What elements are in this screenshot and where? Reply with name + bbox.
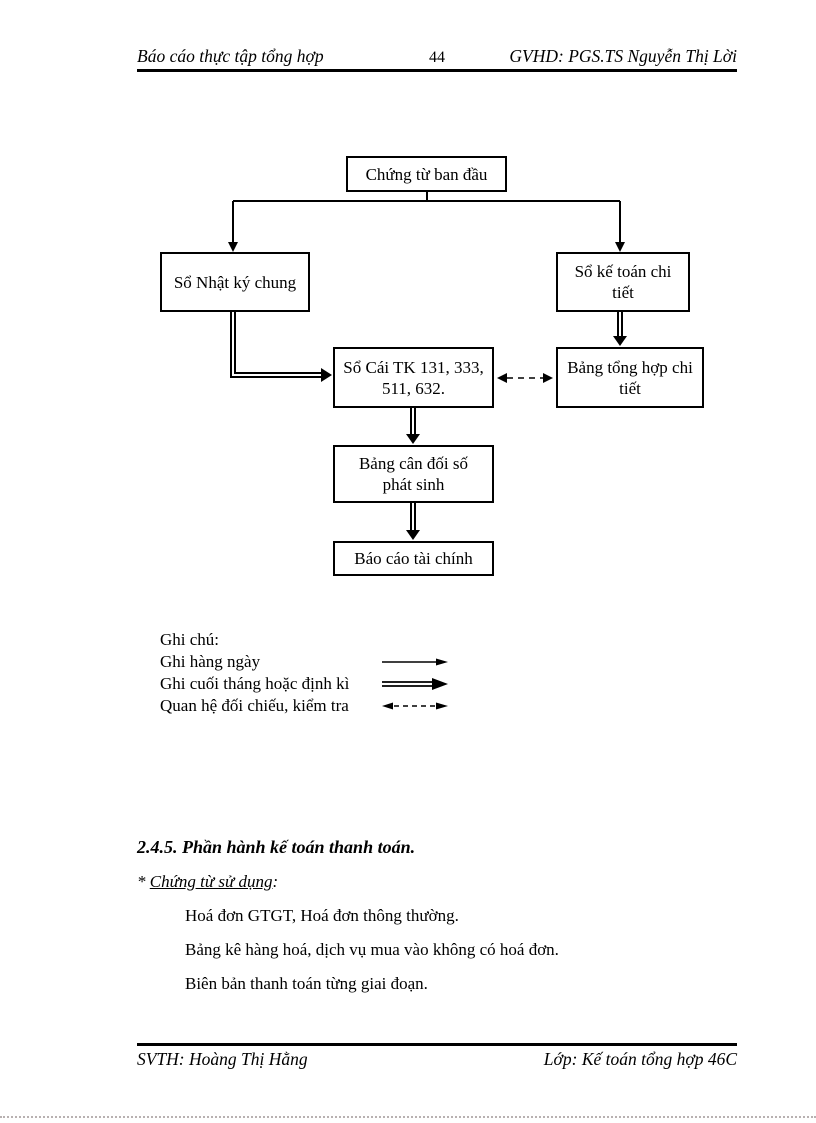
flowchart-box-source-documents: Chứng từ ban đầu <box>346 156 507 192</box>
flowchart-box-detail-summary: Bảng tổng hợp chi tiết <box>556 347 704 408</box>
connector-source-branch <box>228 192 625 252</box>
paragraph-payment-minutes: Biên bản thanh toán từng giai đoạn. <box>185 974 428 993</box>
connector-journal-to-ledger <box>230 312 332 382</box>
connector-ledger-to-balance <box>406 408 420 444</box>
subheading-label: Chứng từ sử dụng <box>149 872 273 891</box>
box-label: Sổ kế toán chi tiết <box>574 262 672 302</box>
legend-item-label: Ghi hàng ngày <box>160 652 261 671</box>
subheading-colon: : <box>272 872 279 891</box>
double-line-arrow-icon <box>382 678 448 690</box>
flowchart-box-financial-statements: Báo cáo tài chính <box>333 541 494 576</box>
flowchart-box-detail-ledger: Sổ kế toán chi tiết <box>556 252 690 312</box>
page-number: 44 <box>429 49 445 66</box>
dashed-two-headed-arrow-icon <box>382 702 448 710</box>
legend-item-month-end: Ghi cuối tháng hoặc định kì <box>160 673 448 695</box>
footer-double-rule <box>137 1043 737 1046</box>
legend-item-daily: Ghi hàng ngày <box>160 651 448 673</box>
footer-student: SVTH: Hoàng Thị Hằng <box>137 1049 308 1069</box>
flowchart-connectors <box>228 192 627 540</box>
page-boundary-dots <box>0 1116 816 1118</box>
legend-title: Ghi chú: <box>160 630 220 649</box>
header-double-rule <box>137 69 737 72</box>
legend-item-label: Quan hệ đối chiếu, kiểm tra <box>160 696 349 715</box>
box-label: Chứng từ ban đầu <box>365 164 488 184</box>
section-payment-accounting: 2.4.5. Phần hành kế toán thanh toán. * C… <box>137 836 737 1007</box>
legend-item-label: Ghi cuối tháng hoặc định kì <box>160 674 350 693</box>
box-label: Sổ Nhật ký chung <box>173 272 297 292</box>
page-header: Báo cáo thực tập tổng hợp 44 GVHD: PGS.T… <box>137 46 737 72</box>
subheading-marker: * <box>137 872 146 891</box>
connector-detail-to-summary <box>613 312 627 346</box>
connector-balance-to-report <box>406 503 420 540</box>
box-label: Báo cáo tài chính <box>354 549 473 568</box>
header-row: Báo cáo thực tập tổng hợp 44 GVHD: PGS.T… <box>137 46 737 67</box>
box-label: Bảng tổng hợp chi tiết <box>567 357 693 398</box>
flowchart-box-general-ledger: Sổ Cái TK 131, 333, 511, 632. <box>333 347 494 408</box>
paragraph-purchase-list: Bảng kê hàng hoá, dịch vụ mua vào không … <box>185 940 559 959</box>
accounting-flowchart: Chứng từ ban đầu Sổ Nhật ký chung Sổ kế … <box>0 140 816 610</box>
flowchart-box-trial-balance: Bảng cân đối số phát sinh <box>333 445 494 503</box>
legend-title-row: Ghi chú: <box>160 629 448 651</box>
header-supervisor: GVHD: PGS.TS Nguyễn Thị Lời <box>509 46 737 66</box>
footer-row: SVTH: Hoàng Thị Hằng Lớp: Kế toán tổng h… <box>137 1049 737 1070</box>
connector-ledger-summary-check <box>497 373 553 383</box>
single-solid-arrow-icon <box>382 658 448 666</box>
legend-item-reconciliation: Quan hệ đối chiếu, kiểm tra <box>160 695 448 717</box>
flowchart-box-general-journal: Sổ Nhật ký chung <box>160 252 310 312</box>
flowchart-legend: Ghi chú: Ghi hàng ngày Ghi cuối tháng ho… <box>160 629 448 717</box>
header-report-title: Báo cáo thực tập tổng hợp <box>137 46 324 66</box>
section-heading: 2.4.5. Phần hành kế toán thanh toán. <box>137 837 416 857</box>
paragraph-invoices: Hoá đơn GTGT, Hoá đơn thông thường. <box>185 906 459 925</box>
subheading-documents-used: * Chứng từ sử dụng: <box>137 871 737 893</box>
footer-class: Lớp: Kế toán tổng hợp 46C <box>543 1049 737 1069</box>
box-label: Sổ Cái TK 131, 333, 511, 632. <box>343 357 484 398</box>
page-footer: SVTH: Hoàng Thị Hằng Lớp: Kế toán tổng h… <box>137 1043 737 1070</box>
box-label: Bảng cân đối số phát sinh <box>358 454 469 494</box>
